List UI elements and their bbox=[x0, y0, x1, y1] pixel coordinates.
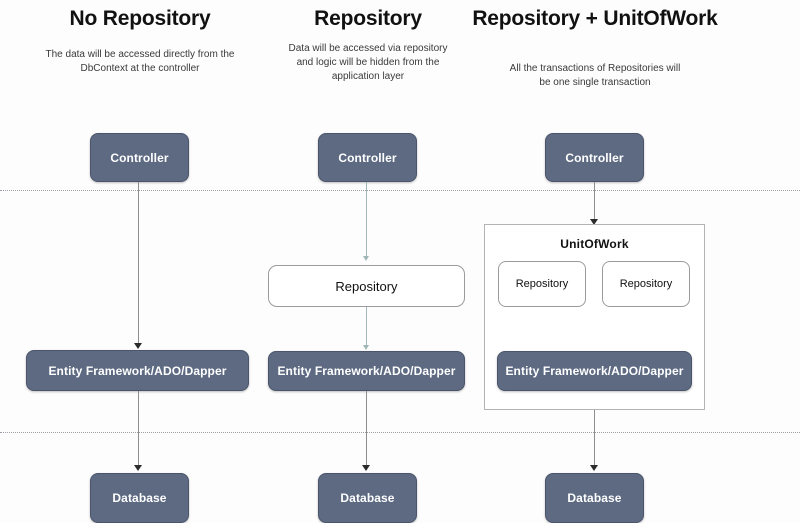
node-controller-col2[interactable]: Controller bbox=[318, 133, 417, 182]
connector-unitofwork-to-database-col3 bbox=[594, 410, 595, 468]
column-subtitle-repository-unitofwork: All the transactions of Repositories wil… bbox=[509, 63, 681, 88]
layer-separator-data-access bbox=[0, 432, 800, 433]
panel-unitofwork-title: UnitOfWork bbox=[560, 237, 629, 251]
arrowhead-controller-to-unitofwork-col3 bbox=[590, 219, 598, 225]
column-title-repository: Repository bbox=[314, 7, 422, 30]
node-data-access-col2[interactable]: Entity Framework/ADO/Dapper bbox=[268, 351, 465, 391]
node-database-col3[interactable]: Database bbox=[545, 473, 644, 523]
column-title-repository-unitofwork: Repository + UnitOfWork bbox=[472, 7, 718, 30]
column-title-no-repository: No Repository bbox=[69, 7, 211, 30]
connector-controller-to-repository-col2 bbox=[366, 182, 367, 259]
arrowhead-controller-to-repository-col2 bbox=[363, 256, 369, 261]
node-data-access-col3[interactable]: Entity Framework/ADO/Dapper bbox=[497, 351, 692, 391]
connector-data-access-to-database-col2 bbox=[366, 391, 367, 468]
arrowhead-unitofwork-to-database-col3 bbox=[590, 465, 598, 471]
column-subtitle-repository: Data will be accessed via repository and… bbox=[288, 43, 448, 82]
panel-unitofwork: UnitOfWork Repository Repository Entity … bbox=[484, 224, 705, 410]
connector-repository-to-data-access-col2 bbox=[366, 307, 367, 348]
arrowhead-controller-to-data-access-col1 bbox=[134, 343, 142, 349]
arrowhead-data-access-to-database-col1 bbox=[134, 465, 142, 471]
column-subtitle-no-repository: The data will be accessed directly from … bbox=[45, 49, 235, 74]
connector-controller-to-data-access-col1 bbox=[138, 182, 139, 348]
connector-data-access-to-database-col1 bbox=[138, 391, 139, 468]
connector-controller-to-unitofwork-col3 bbox=[594, 182, 595, 222]
node-repository-right-col3[interactable]: Repository bbox=[602, 261, 690, 307]
node-repository-left-col3[interactable]: Repository bbox=[498, 261, 586, 307]
node-database-col1[interactable]: Database bbox=[90, 473, 189, 523]
node-data-access-col1[interactable]: Entity Framework/ADO/Dapper bbox=[26, 350, 249, 391]
layer-separator-presentation bbox=[0, 190, 800, 191]
arrowhead-repository-to-data-access-col2 bbox=[363, 345, 369, 350]
node-controller-col1[interactable]: Controller bbox=[90, 133, 189, 182]
node-controller-col3[interactable]: Controller bbox=[545, 133, 644, 182]
arrowhead-data-access-to-database-col2 bbox=[362, 465, 370, 471]
node-repository-col2[interactable]: Repository bbox=[268, 265, 465, 307]
node-database-col2[interactable]: Database bbox=[318, 473, 417, 523]
